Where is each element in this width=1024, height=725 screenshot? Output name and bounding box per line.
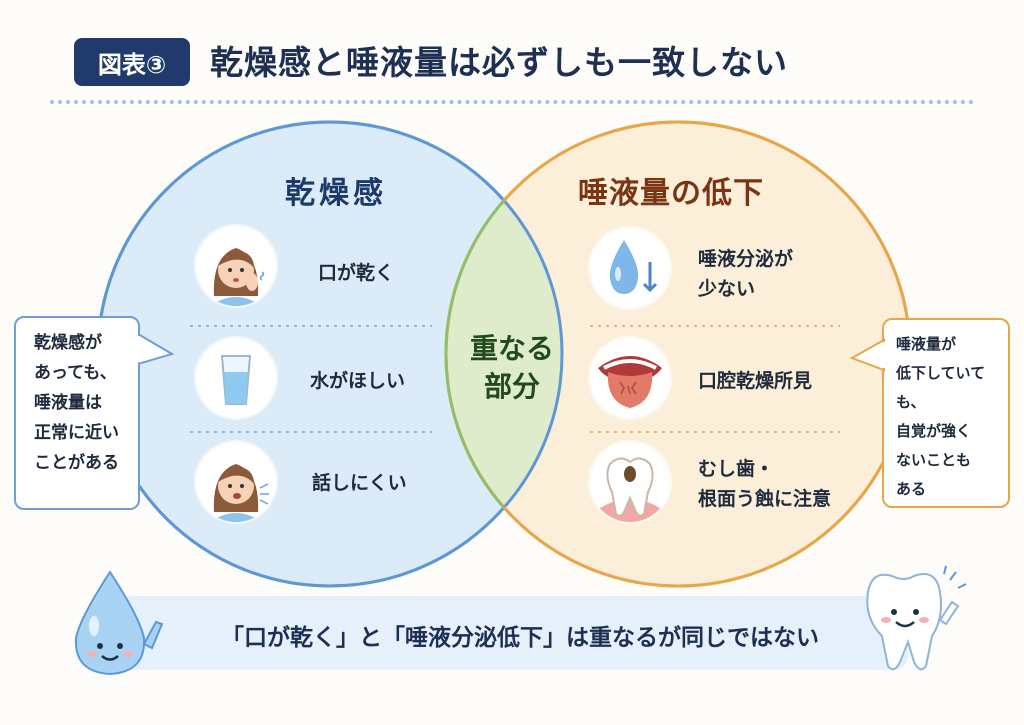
tooth-mascot-icon: [866, 565, 967, 671]
title-divider: [50, 100, 974, 104]
page-title: 乾燥感と唾液量は必ずしも一致しない: [210, 43, 788, 82]
woman-talking-icon: [196, 442, 276, 522]
figure-badge: 図表③: [74, 38, 190, 86]
overlap-label: 重なる 部分: [452, 330, 572, 406]
dry-tongue-icon: [590, 338, 670, 418]
right-note-pointer: [850, 338, 886, 372]
left-note-pointer: [138, 332, 175, 366]
left-item-label: 水がほしい: [310, 370, 406, 392]
left-circle-heading: 乾燥感: [285, 176, 387, 211]
decayed-tooth-icon: [590, 442, 670, 522]
right-item-label: 口腔乾燥所見: [698, 370, 813, 392]
left-note: 乾燥感が あっても、 唾液量は 正常に近い ことがある: [14, 316, 140, 510]
summary-banner: [118, 596, 908, 670]
left-item-label: 話しにくい: [312, 472, 407, 494]
right-item-label: 唾液分泌が 少ない: [698, 248, 794, 300]
right-item-label: むし歯・ 根面う蝕に注意: [698, 458, 832, 510]
water-glass-icon: [196, 338, 276, 418]
overlap-line2: 部分: [483, 370, 540, 403]
summary-text: 「口が乾く」と「唾液分泌低下」は重なるが同じではない: [221, 625, 819, 651]
overlap-line1: 重なる: [469, 332, 554, 365]
water-drop-down-icon: [590, 228, 670, 308]
water-drop-mascot-icon: [74, 570, 164, 676]
left-item-label: 口が乾く: [318, 262, 395, 284]
woman-touching-mouth-icon: [196, 226, 276, 306]
right-circle-heading: 唾液量の低下: [578, 176, 764, 211]
right-note: 唾液量が 低下していても、 自覚が強く ないことも ある: [882, 318, 1010, 508]
